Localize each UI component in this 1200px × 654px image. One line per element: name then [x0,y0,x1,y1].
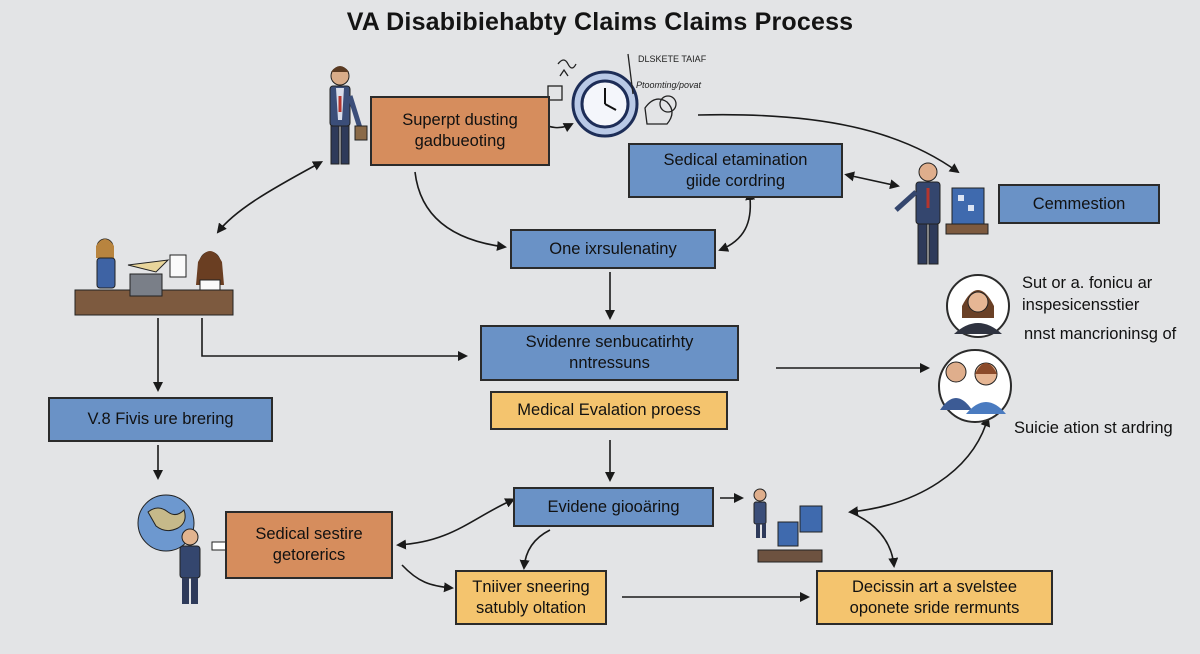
sedical-sestire-line2: getorerics [272,546,346,564]
arrow-sedical-to-tniiver [401,564,454,593]
medical-evaluation-box: Medical Evalation proess [490,391,728,430]
podium-figure-icon [753,488,823,563]
arrow-clock-to-examiner [697,113,960,174]
tniiver-line2: satubly oltation [475,598,587,617]
decision-line1: Decissin art a svelstee [851,577,1018,596]
arrow-people-podium [848,416,991,517]
globe-presenter-icon [137,494,235,604]
arrow-exam-examiner [844,171,900,190]
va-fivis-box: V.8 Fivis ure brering [48,397,273,442]
commission-box: Cemmestion [998,184,1160,224]
connector-arrows [153,113,991,602]
superpt-dusting-box: Superpt dusting gadbueoting [370,96,550,166]
sedical-exam-line2: giide cordring [685,171,786,190]
tniiver-box: Tniiver sneering satubly oltation [455,570,607,625]
svidenre-line2: nntressuns [569,354,650,372]
sketch-note-line1: DLSKETE TAIAF [638,54,707,64]
arrow-superpt-to-office [216,161,324,234]
arrow-evidene-sedical [396,498,516,550]
avatar-two-people-icon [938,349,1012,423]
examiner-figure-icon [894,162,989,265]
arrow-office-to-svidenre [201,318,468,361]
worker-figure-icon [329,66,368,165]
sut-line1: Sut or a. fonicu ar [1022,274,1153,292]
one-ix-box: One ixrsulenatiny [510,229,716,269]
superpt-line1: Superpt dusting [402,111,518,129]
sut-inspection-text: Sut or a. fonicu ar inspesicensstier [1022,272,1152,316]
sketch-doodles [547,53,677,125]
sedical-examination-box: Sedical etamination giide cordring [628,143,843,198]
decision-box: Decissin art a svelstee oponete sride re… [816,570,1053,625]
arrow-superpt-to-one-ix [414,171,507,251]
clock-icon [571,70,639,138]
arrow-evidene-to-tniiver [519,529,551,570]
sedical-exam-line1: Sedical etamination [663,150,808,169]
medical-eval-line1: Medical Evalation proess [517,401,701,419]
sketch-note-line2: Ptoomting/povat [636,80,702,90]
svidenre-box: Svidenre senbucatirhty nntressuns [480,325,739,381]
suicie-text: Suicie ation st ardring [1014,419,1173,437]
nnst-text: nnst mancrioninsg of [1024,325,1177,343]
evidene-box: Evidene giooäring [513,487,714,527]
superpt-line2: gadbueoting [414,132,506,150]
commission-line1: Cemmestion [1032,194,1126,213]
sedical-sestire-box: Sedical sestire getorerics [225,511,393,579]
decision-line2: oponete sride rermunts [849,598,1020,617]
tniiver-line1: Tniiver sneering [472,577,590,596]
arrow-exam-one-ix [718,190,756,252]
svidenre-line1: Svidenre senbucatirhty [525,333,694,351]
evidene-line1: Evidene giooäring [547,497,680,516]
va-fivis-line1: V.8 Fivis ure brering [87,410,234,428]
avatar-woman-icon [946,274,1010,338]
sedical-sestire-line1: Sedical sestire [255,525,363,543]
sut-line2: inspesicensstier [1022,296,1140,314]
office-desk-icon [74,238,234,316]
arrow-podium-to-decision [849,511,899,568]
page-title: VA Disabibiehabty Claims Claims Process [346,8,854,36]
one-ix-line1: One ixrsulenatiny [549,239,677,258]
